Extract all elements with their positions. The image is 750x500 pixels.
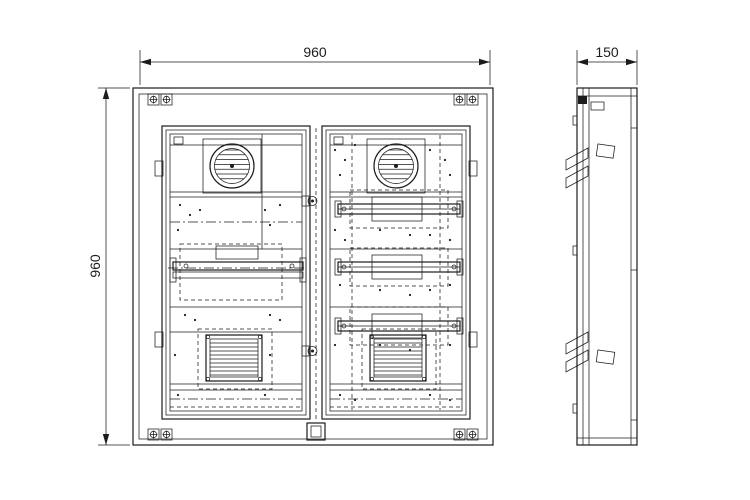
side-depth-dim-label: 150 [595,44,619,60]
hinge-tabs [154,160,478,348]
mounting-rail [334,189,464,229]
top-fitting [590,101,605,111]
screw-icon [466,428,479,441]
bottom-center-fitting [306,422,326,441]
dimension-side-depth: 150 [576,44,638,85]
front-height-dim-label: 960 [87,254,103,278]
arrowhead-right [479,58,490,66]
front-width-dim-label: 960 [303,44,327,60]
screw-icon [466,93,479,106]
screw-icon [147,93,160,106]
upper-mount-bracket [565,147,589,189]
cabinet-outline [132,87,494,446]
louver-outline [361,328,437,390]
screw-icon [160,93,173,106]
fan-icon [203,139,261,193]
side-view [565,87,638,446]
louver-outline [197,328,273,390]
arrowhead-top [102,88,110,99]
mounting-rail [334,247,464,287]
lower-handle [595,349,616,365]
louver-vent-icon [205,334,263,382]
louver-vent-icon [369,334,427,382]
screw-icon [160,428,173,441]
arrowhead-bottom [102,434,110,445]
dimension-front-width: 960 [139,44,491,85]
top-latch [578,96,587,104]
edge-ticks [572,115,637,421]
screw-icon [453,93,466,106]
arrowhead-left [140,58,151,66]
front-view [132,87,494,446]
side-body-outline [576,87,638,446]
left-door [161,125,311,420]
left-door-bracket-assembly [168,243,307,301]
fan-icon [367,139,425,193]
upper-handle [595,143,616,159]
screw-icon [453,428,466,441]
dimension-front-height: 960 [87,87,130,446]
cabinet-inner-frame [138,93,488,440]
arrowhead-right [626,58,637,66]
screw-icon [147,428,160,441]
lower-mount-bracket [565,331,589,373]
arrowhead-left [577,58,588,66]
right-door [321,125,471,420]
rivet-dots [173,143,452,402]
